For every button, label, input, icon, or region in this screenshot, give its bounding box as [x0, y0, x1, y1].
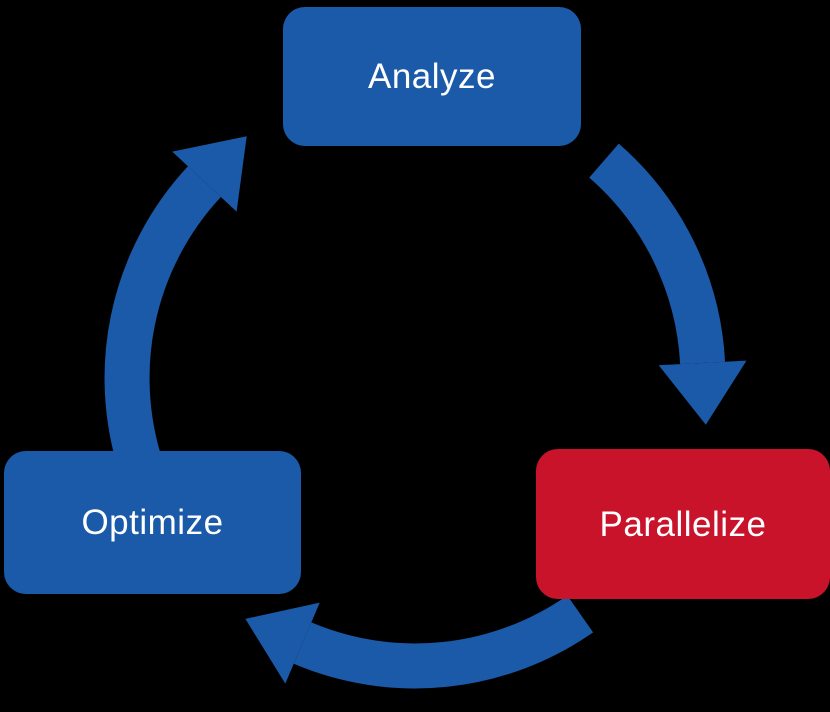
- arrow-analyze-to-parallelize: [589, 143, 747, 425]
- arrow-analyze-to-parallelize-head: [658, 360, 747, 425]
- arrow-parallelize-to-optimize-shaft: [293, 595, 594, 689]
- node-optimize: Optimize: [4, 451, 301, 594]
- node-optimize-label: Optimize: [81, 503, 224, 542]
- node-parallelize-label: Parallelize: [599, 504, 767, 544]
- arrow-parallelize-to-optimize-head: [245, 602, 320, 684]
- node-analyze-label: Analyze: [367, 57, 497, 96]
- arrow-optimize-to-analyze-head: [172, 136, 247, 212]
- arrow-optimize-to-analyze-shaft: [104, 166, 222, 485]
- arrow-optimize-to-analyze: [104, 136, 247, 485]
- arrow-parallelize-to-optimize: [245, 595, 594, 689]
- node-parallelize: Parallelize: [536, 449, 830, 599]
- node-analyze: Analyze: [283, 7, 581, 146]
- arrow-analyze-to-parallelize-shaft: [589, 143, 726, 365]
